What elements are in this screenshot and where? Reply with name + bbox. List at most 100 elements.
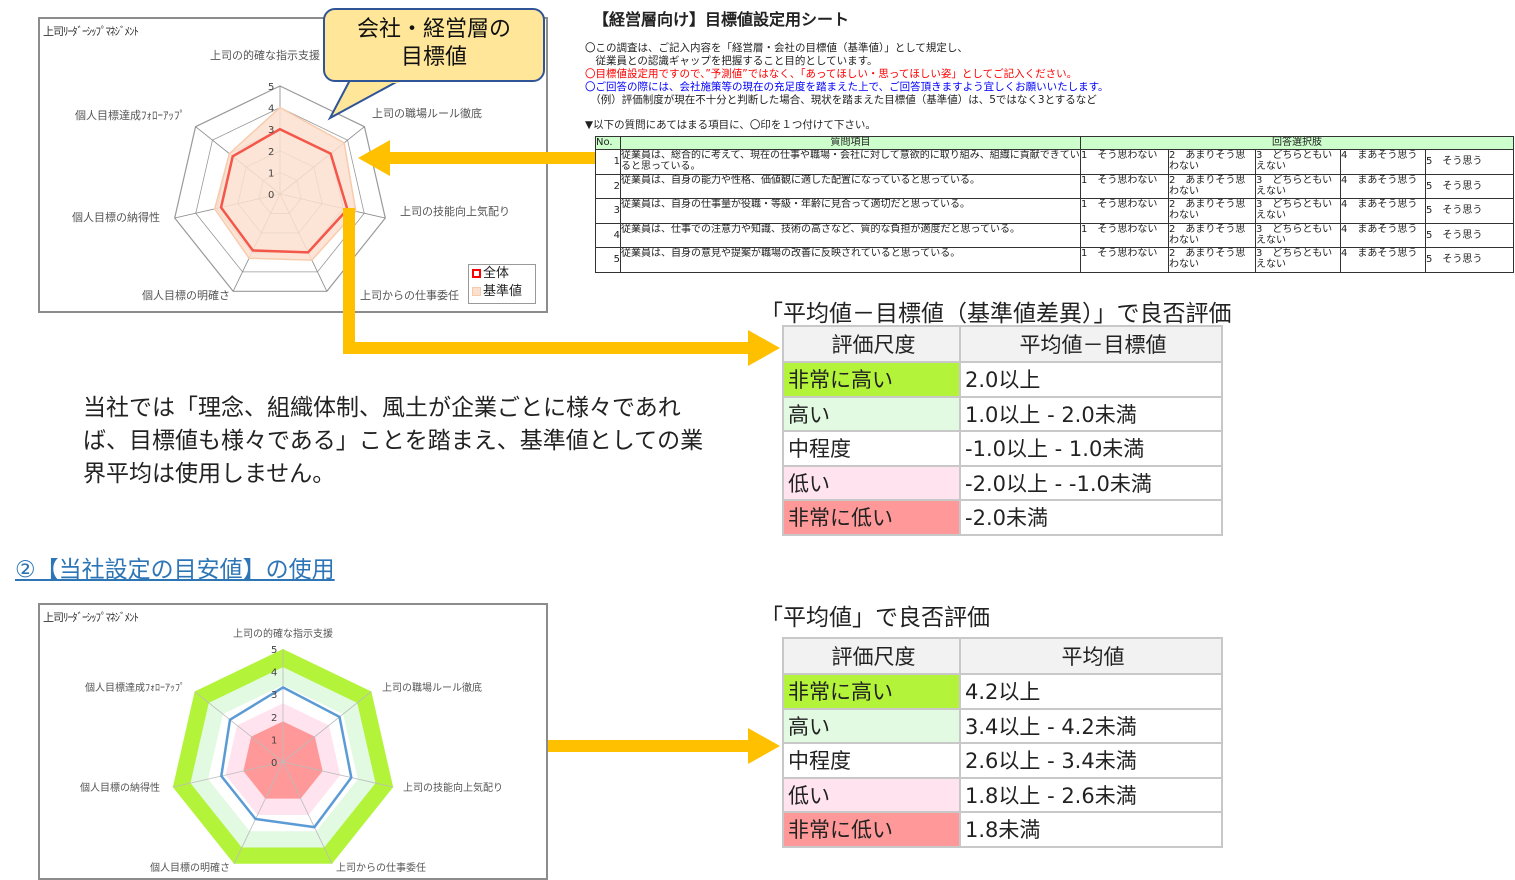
axis-label: 上司の技能向上気配り (403, 781, 503, 794)
tick-label: 5 (268, 82, 274, 93)
arrow-right-icon (748, 330, 780, 366)
arrow-shaft (343, 208, 355, 354)
answer-option[interactable]: 1 そう思わない (1080, 198, 1169, 224)
axis-label: 上司からの仕事委任 (360, 289, 459, 302)
answer-option[interactable]: 1 そう思わない (1080, 247, 1169, 273)
scale-label: 中程度 (782, 430, 961, 467)
answer-option[interactable]: 3 どちらともいえない (1255, 222, 1341, 248)
callout-line: 目標値 (400, 45, 467, 70)
answer-option[interactable]: 5 そう思う (1424, 173, 1515, 199)
answer-option[interactable]: 4 まあそう思う (1340, 149, 1426, 175)
answer-option[interactable]: 2 あまりそう思わない (1168, 198, 1256, 224)
answer-option[interactable]: 5 そう思う (1424, 222, 1515, 248)
answer-option[interactable]: 2 あまりそう思わない (1168, 247, 1256, 273)
header-no: No. (595, 136, 621, 150)
header-value: 平均値 (959, 637, 1223, 675)
legend-item-target: 基準値 (472, 283, 535, 301)
row-question: 従業員は、自身の仕事量が役職・等級・年齢に見合って適切だと思っている。 (620, 198, 1081, 224)
axis-label: 上司の技能向上気配り (400, 204, 510, 218)
answer-option[interactable]: 4 まあそう思う (1340, 198, 1426, 224)
tick-label: 4 (271, 668, 277, 679)
row-question: 従業員は、仕事での注意力や知識、技術の高さなど、質的な負担が適度だと思っている。 (620, 222, 1081, 248)
arrow-right-icon (748, 728, 780, 764)
row-no: 5 (595, 247, 621, 273)
tick-label: 1 (271, 735, 277, 746)
chart-legend: 全体 基準値 (468, 264, 536, 304)
legend-label: 基準値 (483, 284, 523, 299)
scale-range: 1.0以上 - 2.0未満 (959, 395, 1223, 432)
answer-option[interactable]: 1 そう思わない (1080, 173, 1169, 199)
sheet-note: 従業員との認識ギャップを把握すること目的としています。 (585, 55, 878, 67)
answer-option[interactable]: 3 どちらともいえない (1255, 247, 1341, 273)
answer-option[interactable]: 3 どちらともいえない (1255, 173, 1341, 199)
answer-option[interactable]: 5 そう思う (1424, 198, 1515, 224)
scale-range: 1.8以上 - 2.6未満 (959, 776, 1223, 813)
scale-label: 高い (782, 395, 961, 432)
section-link[interactable]: ②【当社設定の目安値】の使用 (15, 557, 335, 583)
answer-option[interactable]: 3 どちらともいえない (1255, 149, 1341, 175)
answer-option[interactable]: 2 あまりそう思わない (1168, 173, 1256, 199)
axis-label: 個人目標の明確さ (150, 861, 230, 874)
axis-label: 個人目標の納得性 (80, 781, 160, 794)
answer-option[interactable]: 2 あまりそう思わない (1168, 149, 1256, 175)
scale-label: 高い (782, 707, 961, 744)
sheet-note: （例）評価制度が現在不十分と判断した場合、現状を踏まえた目標値（基準値）は、5で… (585, 94, 1097, 106)
answer-option[interactable]: 5 そう思う (1424, 247, 1515, 273)
scale-range: 2.6以上 - 3.4未満 (959, 742, 1223, 779)
table-header-row: 評価尺度平均値－目標値 (782, 325, 1223, 363)
answer-option[interactable]: 5 そう思う (1424, 149, 1515, 175)
scale-label: 低い (782, 776, 961, 813)
radar-plot: 012345上司の的確な指示支援上司の職場ルール徹底上司の技能向上気配り上司から… (72, 48, 510, 302)
axis-label: 上司の職場ルール徹底 (372, 106, 482, 120)
tick-label: 1 (268, 168, 274, 179)
radar-spoke (282, 691, 372, 763)
table-row: 中程度-1.0以上 - 1.0未満 (782, 430, 1223, 467)
header-scale: 評価尺度 (782, 325, 961, 363)
row-question: 従業員は、自身の意見や提案が職場の改善に反映されていると思っている。 (620, 247, 1081, 273)
answer-option[interactable]: 4 まあそう思う (1340, 247, 1426, 273)
scale-range: 3.4以上 - 4.2未満 (959, 707, 1223, 744)
row-question: 従業員は、自身の能力や性格、価値観に適した配置になっていると思っている。 (620, 173, 1081, 199)
table-header-row: 評価尺度平均値 (782, 637, 1223, 675)
scale-range: 1.8未満 (959, 811, 1223, 848)
tick-label: 0 (271, 758, 277, 769)
row-no: 2 (595, 173, 621, 199)
answer-option[interactable]: 2 あまりそう思わない (1168, 222, 1256, 248)
callout-line: 会社・経営層の (356, 17, 511, 42)
tick-label: 2 (268, 147, 274, 158)
explanation-paragraph: 当社では「理念、組織体制、風土が企業ごとに様々であれば、目標値も様々である」こと… (83, 395, 704, 487)
answer-option[interactable]: 4 まあそう思う (1340, 222, 1426, 248)
header-options: 回答選択肢 (1079, 136, 1515, 150)
scale-label: 非常に低い (782, 499, 961, 536)
table1-title: 「平均値－目標値（基準値差異）」で良否評価 (760, 301, 1232, 327)
answer-option[interactable]: 3 どちらともいえない (1255, 198, 1341, 224)
answer-option[interactable]: 4 まあそう思う (1340, 173, 1426, 199)
answer-option[interactable]: 1 そう思わない (1080, 222, 1169, 248)
tick-label: 4 (268, 104, 274, 115)
scale-label: 非常に高い (782, 361, 961, 398)
table2-title: 「平均値」で良否評価 (760, 605, 990, 631)
sheet-note: 〇ご回答の際には、会社施策等の現在の充足度を踏まえた上で、ご回答頂きますよう宜し… (585, 81, 1109, 93)
tick-label: 0 (268, 190, 274, 201)
header-question: 質問項目 (620, 136, 1081, 150)
radar-gridline (195, 107, 365, 273)
axis-label: 上司の職場ルール徹底 (382, 681, 482, 694)
axis-label: 個人目標達成ﾌｫﾛｰｱｯﾌﾟ (75, 108, 185, 122)
tick-label: 3 (268, 125, 274, 136)
scale-label: 低い (782, 464, 961, 501)
answer-option[interactable]: 1 そう思わない (1080, 149, 1169, 175)
axis-label: 上司の的確な指示支援 (233, 627, 333, 640)
radar-spoke (172, 761, 284, 788)
